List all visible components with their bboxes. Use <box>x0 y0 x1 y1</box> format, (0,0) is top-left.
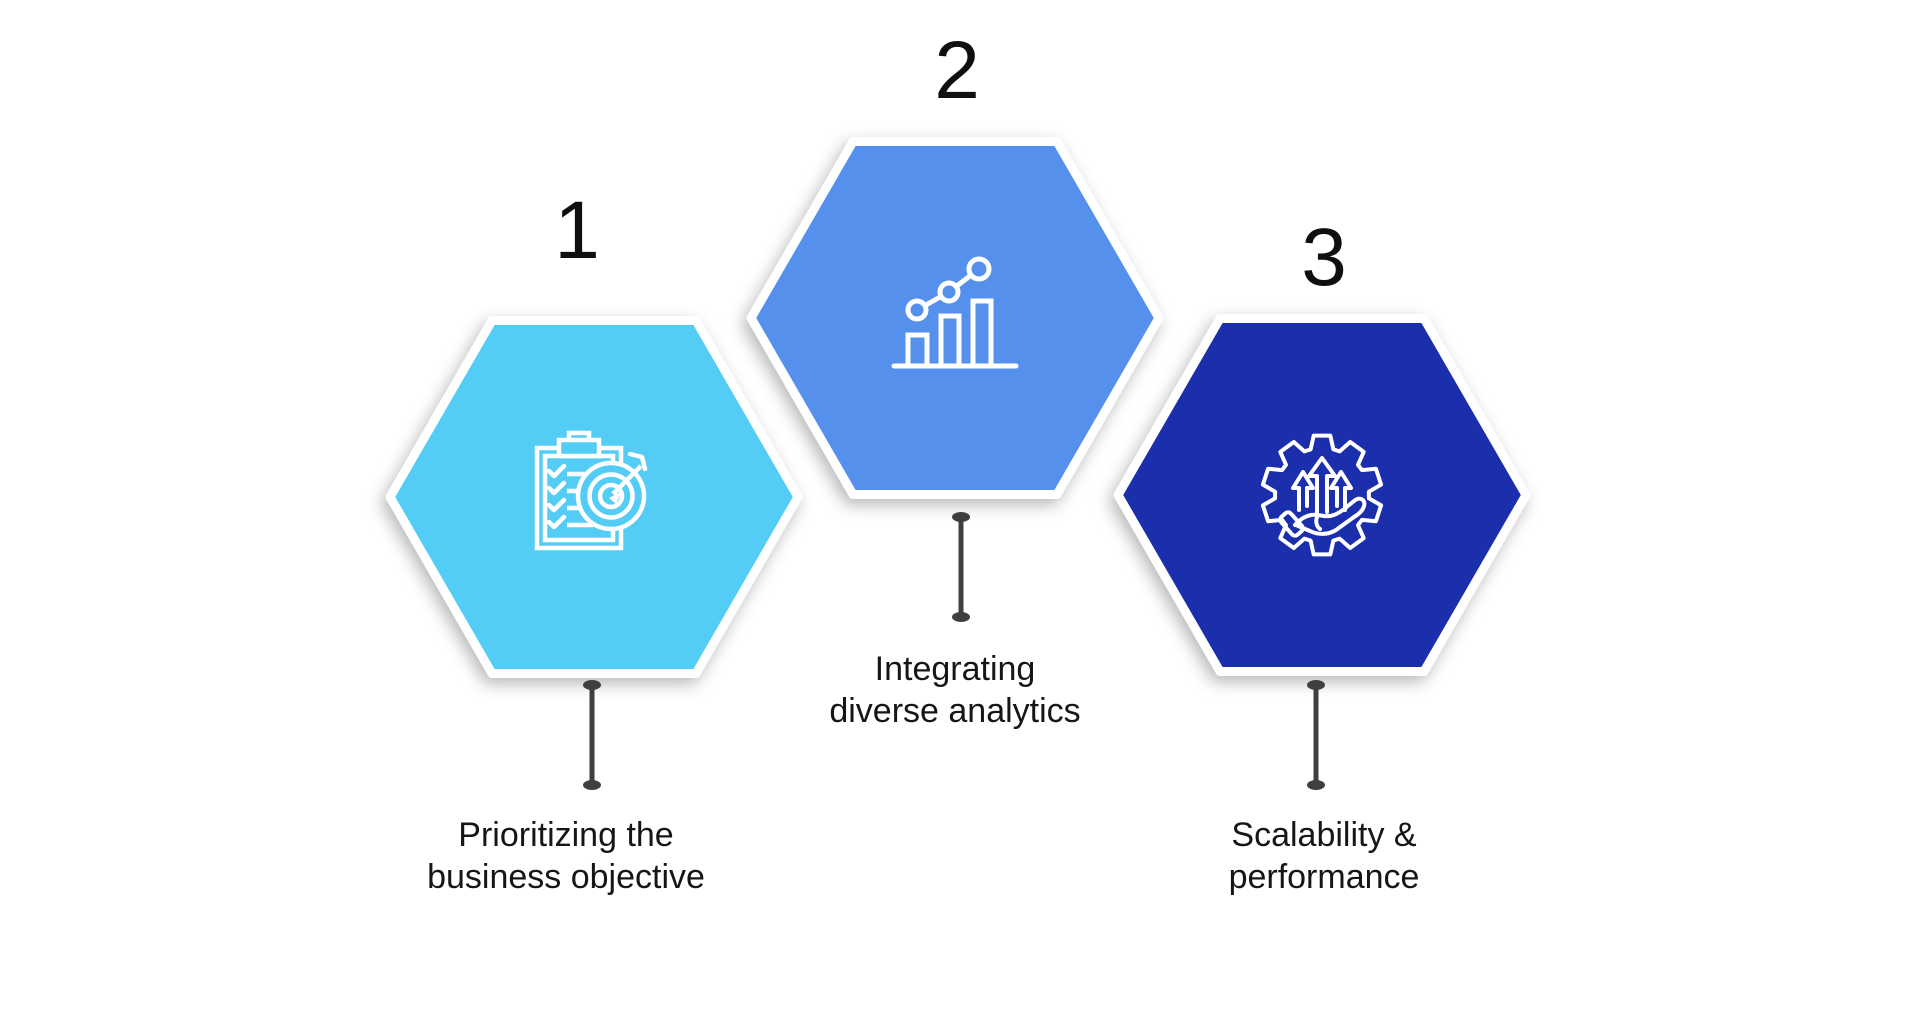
step-2-connector-line <box>952 512 970 622</box>
step-2-number: 2 <box>934 25 980 116</box>
clipboard-checklist-target-icon <box>534 430 648 551</box>
step-1-hexagon <box>385 316 803 678</box>
step-2-hexagon <box>746 137 1164 499</box>
gear-hand-growth-arrows-icon <box>1260 433 1384 557</box>
step-3-label: Scalability & performance <box>1228 816 1420 896</box>
hexagon-shape <box>1113 314 1531 676</box>
step-3-number: 3 <box>1301 212 1347 303</box>
step-3-connector-line <box>1307 680 1325 790</box>
step-3-hexagon <box>1113 314 1531 676</box>
step-1-label: Prioritizing the business objective <box>427 816 705 896</box>
step-1-number: 1 <box>554 185 600 276</box>
step-1-connector-line <box>583 680 601 790</box>
step-2-label: Integrating diverse analytics <box>829 650 1081 730</box>
bar-chart-trend-icon <box>891 256 1019 369</box>
